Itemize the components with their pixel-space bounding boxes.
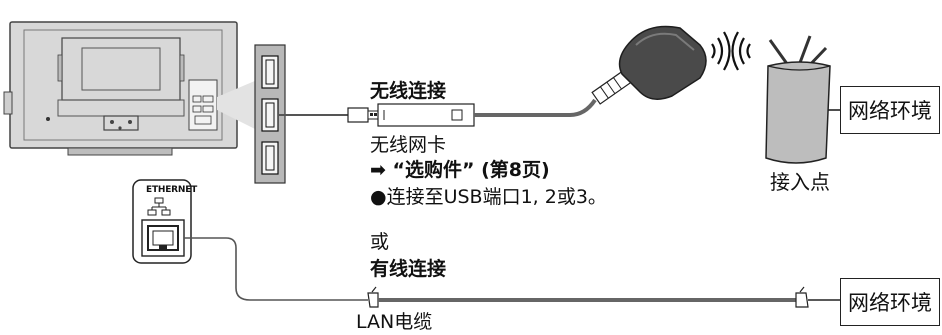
network-environment-label: 网络环境 (848, 99, 932, 123)
usb-port-1 (261, 55, 279, 89)
optional-accessories-ref: ➡ “选购件” (第8页) (370, 159, 550, 181)
network-environment-label: 网络环境 (848, 291, 932, 315)
access-point-label: 接入点 (770, 170, 830, 194)
usb-port-note: ●连接至USB端口1, 2或3。 (370, 186, 607, 208)
cable-connector-icon (795, 286, 809, 308)
tv-back-panel (3, 21, 242, 156)
ethernet-network-icon (147, 197, 171, 216)
lan-cable-label: LAN电缆 (356, 311, 433, 333)
lan-cable-thin (184, 237, 368, 301)
wireless-adapter-device (618, 25, 707, 100)
ethernet-callout (132, 179, 192, 264)
usb-port-3 (261, 141, 279, 175)
or-label: 或 (370, 231, 390, 253)
wireless-adapter-label: 无线网卡 (370, 134, 447, 156)
network-environment-box-top: 网络环境 (840, 86, 940, 134)
router-antenna-icon (765, 35, 831, 164)
wifi-waves-icon (711, 31, 751, 71)
wired-connection-heading: 有线连接 (370, 258, 447, 280)
adapter-cable (474, 98, 597, 117)
cable-connector-icon (367, 286, 379, 308)
ethernet-label: ETHERNET (146, 185, 198, 195)
usb-dongle-box (377, 103, 475, 127)
network-environment-box-bottom: 网络环境 (840, 278, 940, 326)
usb-plug-icon (347, 107, 379, 123)
usb-port-2 (261, 98, 279, 132)
zoom-wedge-usb (217, 80, 257, 130)
lan-port-icon (141, 219, 185, 257)
wireless-connection-heading: 无线连接 (370, 80, 447, 102)
